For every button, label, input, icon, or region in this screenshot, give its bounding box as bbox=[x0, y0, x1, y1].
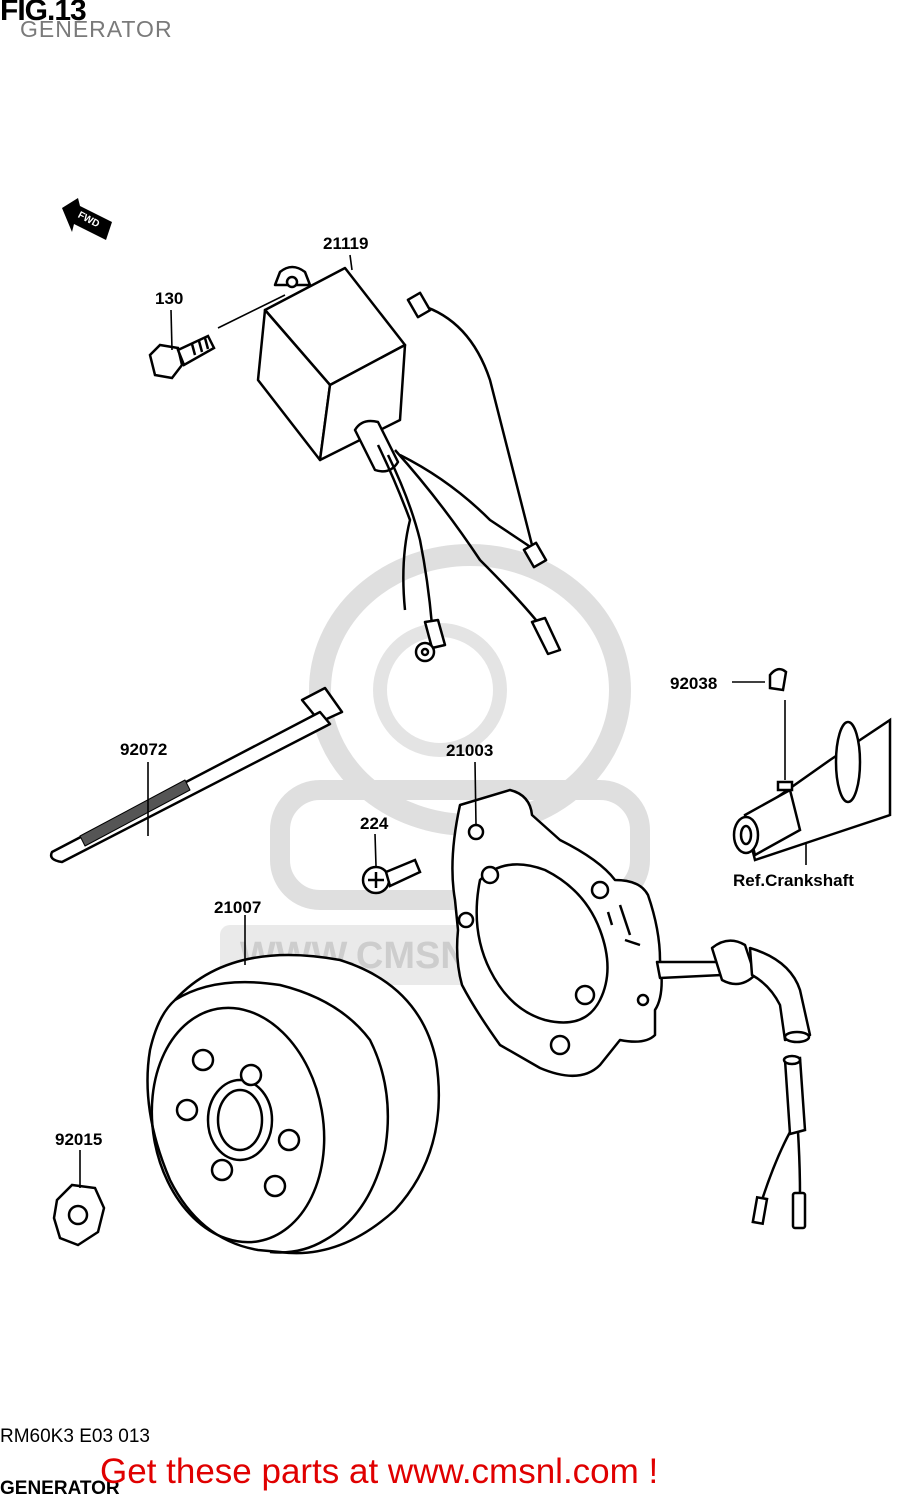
fwd-arrow-icon: FWD bbox=[62, 198, 112, 240]
cta-link[interactable]: Get these parts at www.cmsnl.com ! bbox=[100, 1452, 659, 1491]
reference-label: Ref.Crankshaft bbox=[733, 871, 854, 890]
flywheel-rotor bbox=[146, 953, 441, 1255]
figure-number: FIG.13 bbox=[0, 0, 87, 27]
crankshaft bbox=[732, 667, 892, 862]
part-label-92072: 92072 bbox=[120, 740, 167, 759]
figure-title: GENERATOR bbox=[20, 16, 173, 42]
nut-92015 bbox=[52, 1183, 106, 1247]
bolt-130 bbox=[148, 334, 216, 380]
part-label-21007: 21007 bbox=[214, 898, 261, 917]
stator-plate bbox=[451, 788, 812, 1078]
part-label-130: 130 bbox=[155, 289, 183, 308]
part-label-21119: 21119 bbox=[323, 234, 368, 253]
part-label-92038: 92038 bbox=[670, 674, 717, 693]
part-label-21003: 21003 bbox=[446, 741, 493, 760]
cdi-unit bbox=[256, 265, 562, 663]
screw-224 bbox=[361, 858, 422, 895]
part-label-92015: 92015 bbox=[55, 1130, 102, 1149]
cable-tie bbox=[49, 686, 344, 864]
diagram-code: RM60K3 E03 013 bbox=[0, 1426, 150, 1447]
part-label-224: 224 bbox=[360, 814, 389, 833]
leader-lines bbox=[79, 254, 807, 1188]
pickup-wires bbox=[751, 1054, 807, 1230]
footer-title: GENERATOR bbox=[0, 1478, 120, 1499]
